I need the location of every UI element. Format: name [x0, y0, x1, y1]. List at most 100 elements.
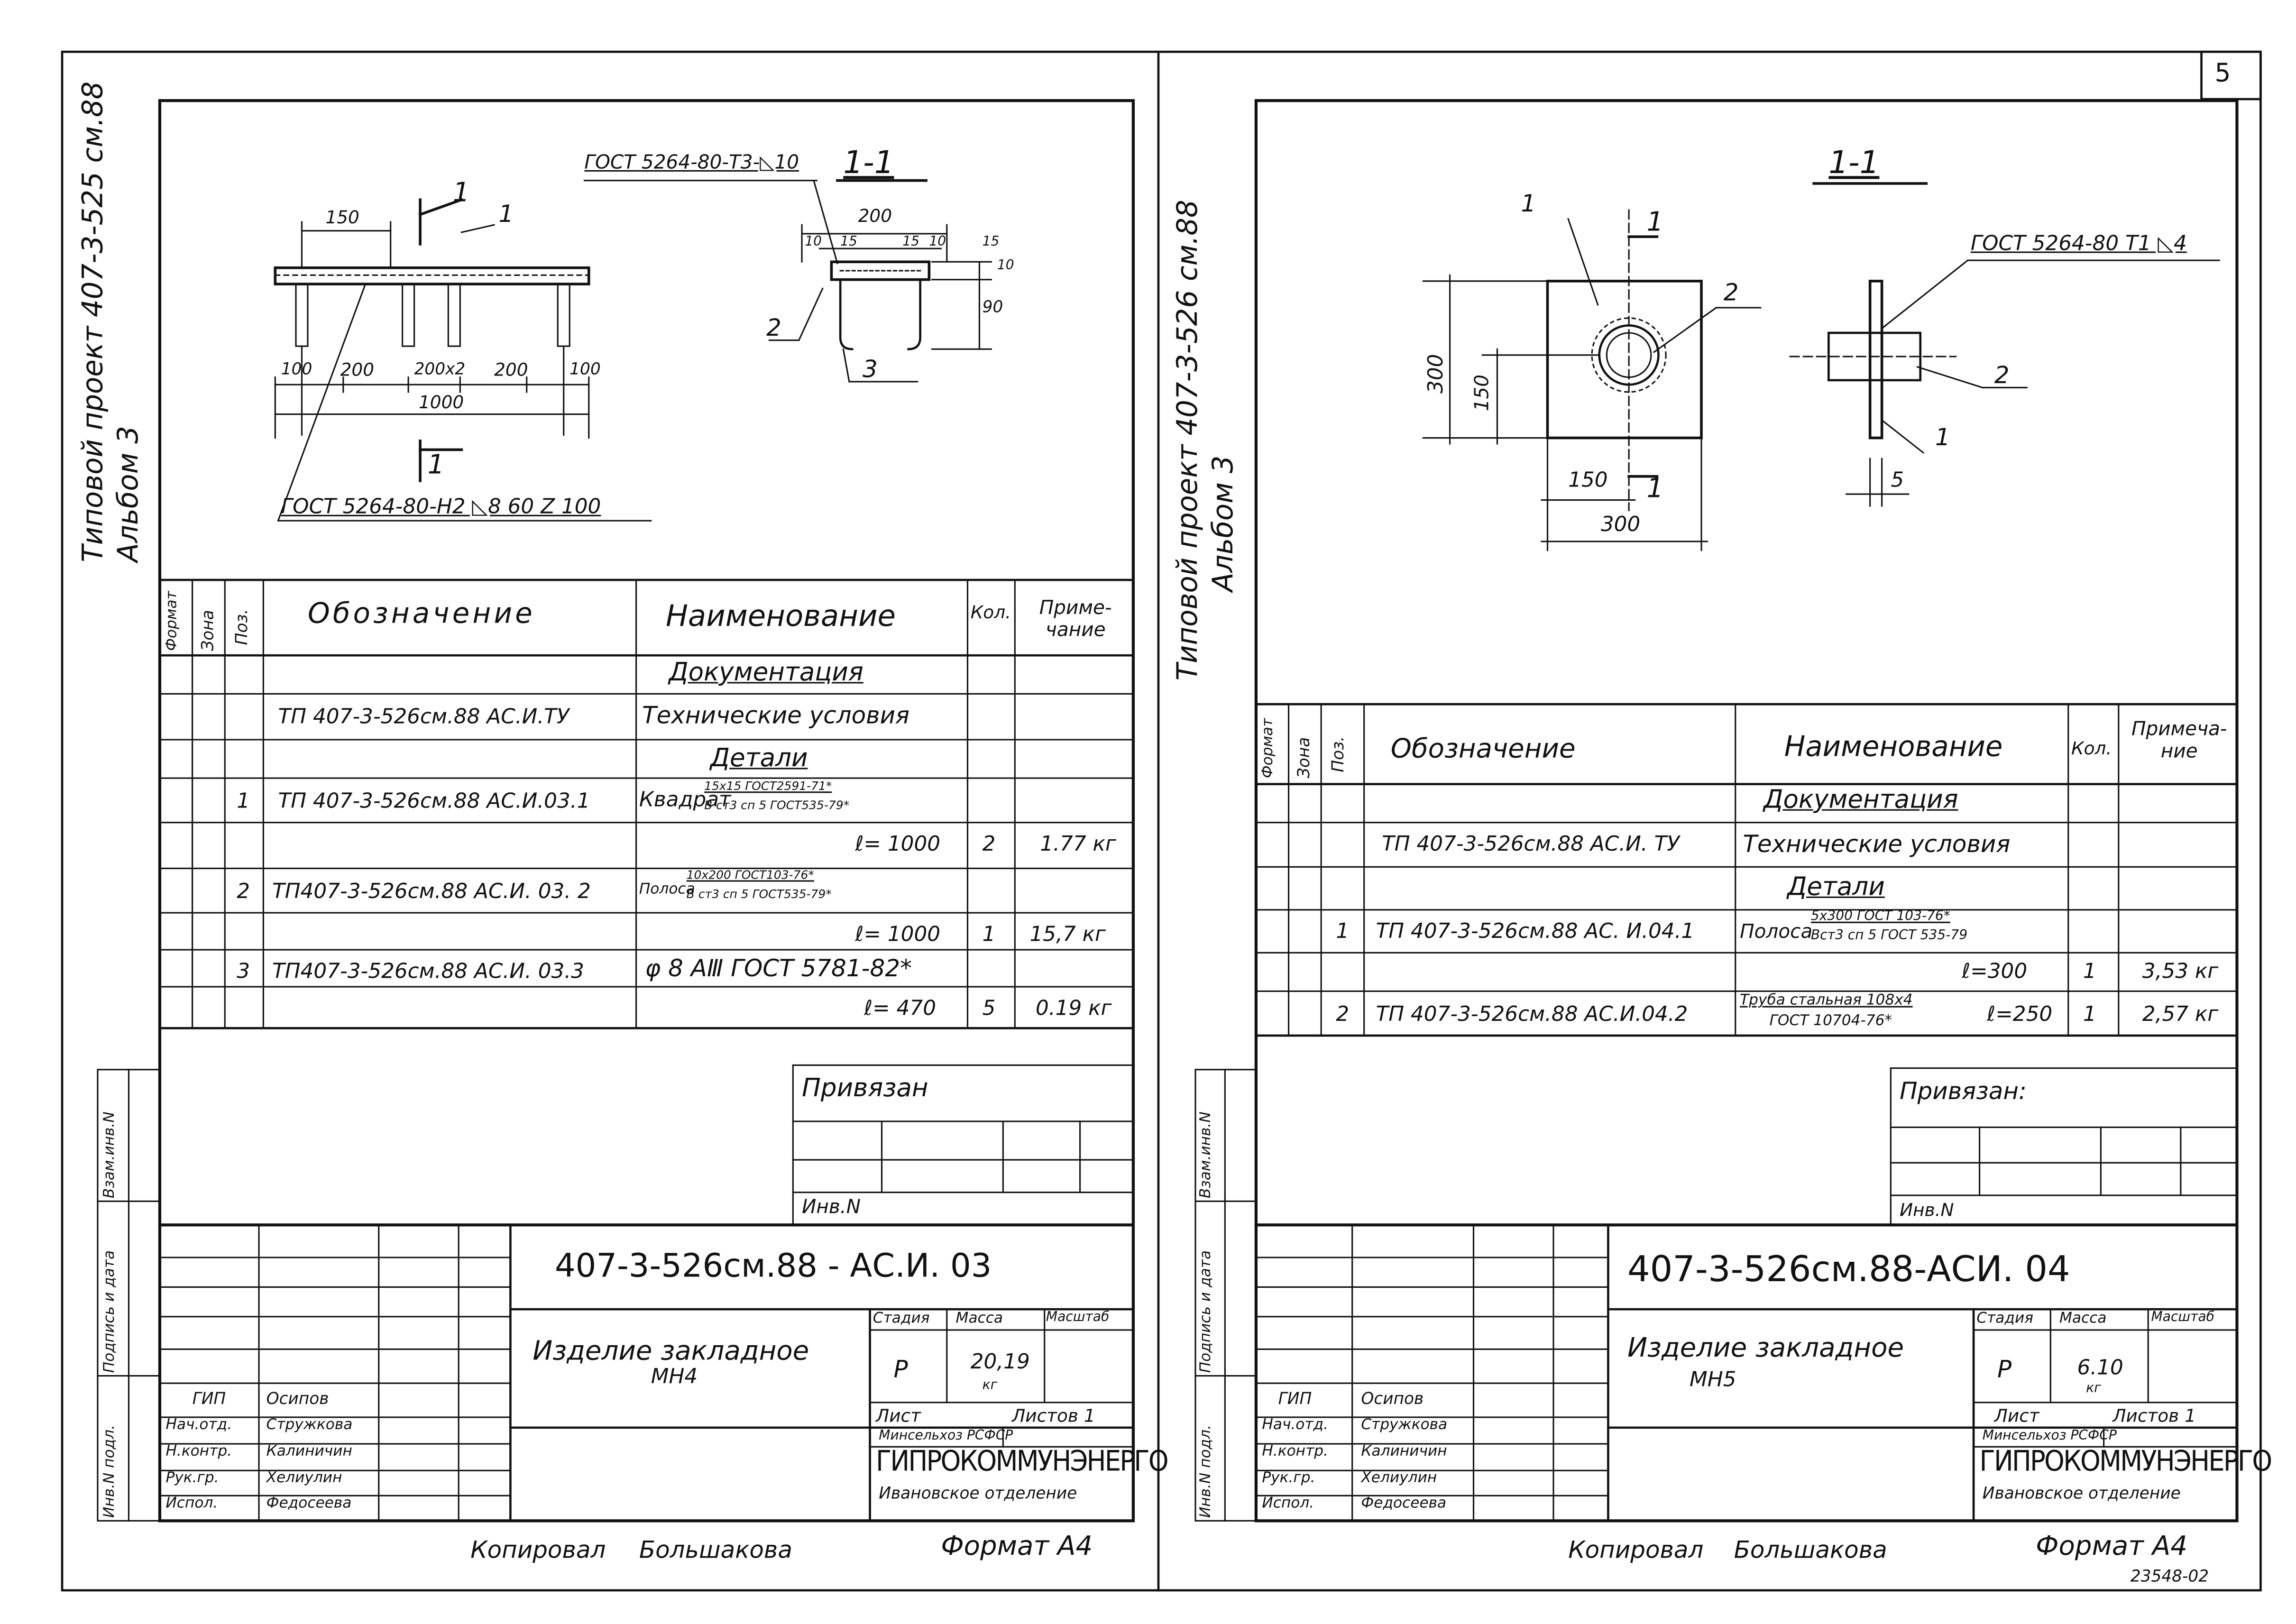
right-org-line1: Минсельхоз РСФСР [1982, 1429, 2117, 1444]
right-stage: Р [1997, 1355, 2012, 1384]
left-name-3: Калиничин [266, 1444, 352, 1460]
left-dim-200a: 200 [340, 359, 375, 380]
left-sec-dim-15c: 15 [982, 235, 1000, 250]
right-hdr-format: Формат [1260, 718, 1277, 779]
right-dim-300h: 300 [1600, 513, 1641, 537]
right-stamp-inv: Инв.N подл. [1198, 1424, 1215, 1518]
right-drawing-code: 407-3-526см.88-АСИ. 04 [1627, 1248, 2070, 1290]
left-row-tu-designation: ТП 407-3-526см.88 АС.И.ТУ [278, 706, 569, 730]
left-cut-mark-bottom: 1 [427, 450, 445, 481]
left-row2-pos: 2 [237, 880, 250, 904]
left-footer-name: Большакова [639, 1535, 792, 1564]
left-row1-qty: 2 [982, 833, 996, 857]
left-row2-length: ℓ= 1000 [855, 923, 941, 947]
left-role-gip: ГИП [192, 1389, 226, 1409]
right-inv-no: Инв.N [1900, 1200, 1954, 1220]
left-dim-200b: 200 [494, 359, 528, 380]
left-sec-dim-15b: 15 [902, 235, 919, 250]
right-hdr-name: Наименование [1784, 731, 2003, 763]
left-row2-note: 15,7 кг [1029, 923, 1106, 947]
left-row2-qty: 1 [982, 923, 996, 947]
left-row1-name: Квадрат [639, 788, 731, 812]
right-dim-300v: 300 [1424, 354, 1449, 394]
right-hdr-pos: Поз. [1328, 736, 1348, 772]
right-sheets-label: Листов 1 [2112, 1405, 2196, 1426]
left-footer-format: Формат А4 [941, 1531, 1093, 1562]
left-row3-name: φ 8 АⅢ ГОСТ 5781-82* [645, 954, 912, 982]
right-row-tu-name: Технические условия [1743, 830, 2011, 858]
right-role-nkontr: Н.контр. [1262, 1444, 1328, 1460]
right-row1-note: 3,53 кг [2142, 960, 2219, 984]
right-row2-frac-top: Труба стальная 108x4 [1740, 992, 1913, 1009]
right-row1-designation: ТП 407-3-526см.88 АС. И.04.1 [1376, 920, 1695, 944]
right-row-details: Детали [1787, 872, 1885, 903]
right-name-3: Калиничин [1361, 1444, 1447, 1460]
right-cut-mark-bottom: 1 [1646, 473, 1664, 505]
right-org-line3: Ивановское отделение [1982, 1484, 2181, 1503]
right-row2-length: ℓ=250 [1987, 1003, 2053, 1027]
left-row1-frac-top: 15x15 ГОСТ2591-71* [704, 780, 832, 793]
left-scale-label: Масштаб [1046, 1311, 1110, 1326]
left-mass-label: Масса [955, 1311, 1003, 1327]
left-footer-copied: Копировал [470, 1535, 606, 1564]
right-name-2: Стружкова [1361, 1417, 1448, 1434]
left-role-ruk: Рук.гр. [165, 1470, 219, 1487]
right-mass: 6.10 [2077, 1357, 2123, 1380]
left-hdr-zone: Зона [198, 610, 218, 651]
left-sec-dim-10a: 10 [805, 235, 822, 250]
right-project-label: Типовой проект 407-3-526 см.88 [1172, 200, 1204, 681]
right-row1-frac-top: 5x300 ГОСТ 103-76* [1810, 909, 1950, 925]
right-row-docs: Документация [1763, 785, 1958, 816]
left-mass-unit: кг [982, 1378, 998, 1394]
left-row2-name: Полоса [639, 881, 695, 898]
right-name-4: Хелиулин [1361, 1470, 1437, 1487]
left-drawing-code: 407-3-526см.88 - АС.И. 03 [555, 1248, 992, 1286]
right-name-5: Федосеева [1361, 1496, 1447, 1512]
left-item-name: Изделие закладное [533, 1336, 809, 1367]
right-stage-label: Стадия [1976, 1311, 2034, 1327]
left-sheet-label: Лист [876, 1405, 921, 1426]
left-sec-dim-90: 90 [982, 297, 1003, 317]
right-hdr-qty: Кол. [2071, 738, 2112, 759]
left-hdr-qty: Кол. [970, 602, 1011, 623]
right-scale-label: Масштаб [2151, 1311, 2214, 1326]
right-hdr-designation: Обозначение [1390, 734, 1576, 765]
right-callout-2b: 2 [1994, 361, 2010, 389]
right-hdr-note: Примеча-ние [2131, 719, 2227, 763]
right-dim-150v: 150 [1472, 374, 1495, 412]
right-stamp-sign: Подпись и дата [1198, 1250, 1215, 1373]
right-callout-2a: 2 [1723, 278, 1739, 306]
right-album-label: Альбом 3 [1207, 455, 1240, 592]
left-row-details: Детали [710, 744, 808, 774]
left-org-name: ГИПРОКОММУНЭНЕРГО [876, 1445, 1169, 1478]
left-hdr-pos: Поз. [232, 609, 252, 645]
left-sec-dim-15a: 15 [840, 235, 857, 250]
right-row2-frac-bottom: ГОСТ 10704-76* [1769, 1013, 1892, 1030]
left-row1-length: ℓ= 1000 [855, 833, 941, 857]
left-inv-no: Инв.N [802, 1197, 861, 1219]
right-role-gip: ГИП [1278, 1389, 1312, 1409]
left-name-2: Стружкова [266, 1417, 353, 1434]
left-row3-note: 0.19 кг [1036, 997, 1112, 1021]
right-row2-pos: 2 [1336, 1003, 1350, 1027]
left-org-line1: Минсельхоз РСФСР [879, 1429, 1013, 1444]
right-mass-unit: кг [2086, 1382, 2101, 1397]
right-dim-150h: 150 [1568, 469, 1608, 493]
left-row1-frac-bottom: В ст3 сп 5 ГОСТ535-79* [704, 798, 850, 812]
left-sec-dim-10b: 10 [929, 235, 946, 250]
right-weld: ГОСТ 5264-80 Т1 ◺4 [1970, 232, 2187, 256]
left-row2-frac-bottom: В ст3 сп 5 ГОСТ535-79* [686, 887, 832, 901]
left-privyazan: Привязан [802, 1074, 928, 1104]
left-stage-label: Стадия [872, 1311, 930, 1327]
right-stamp-replace: Взам.инв.N [1198, 1111, 1215, 1199]
left-row-docs: Документация [669, 658, 863, 688]
left-sec-dim-200: 200 [858, 205, 892, 227]
left-stamp-inv: Инв.N подл. [102, 1424, 119, 1518]
right-hdr-zone: Зона [1295, 737, 1314, 779]
right-row2-qty: 1 [2083, 1003, 2096, 1027]
left-dim-100a: 100 [281, 359, 312, 379]
left-dim-200x2: 200x2 [414, 359, 466, 379]
left-dim-1000: 1000 [418, 392, 464, 413]
left-hdr-designation: Обозначение [307, 597, 535, 631]
